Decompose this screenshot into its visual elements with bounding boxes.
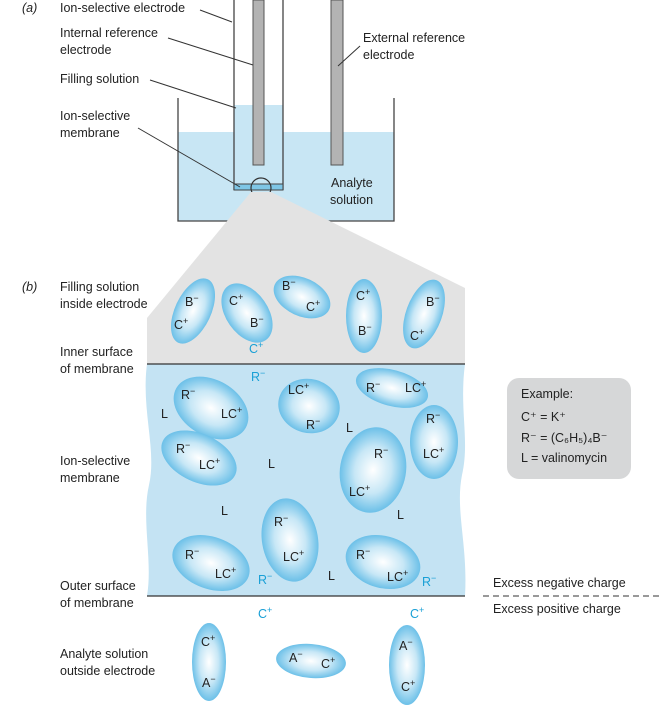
membrane-label-2: membrane	[60, 126, 120, 140]
ion-pair	[261, 498, 319, 582]
ion-selective-membrane-label-1: Ion-selective	[60, 454, 131, 468]
svg-text:L: L	[161, 407, 168, 421]
ion-pair	[346, 279, 382, 353]
internal-reference-label-2: electrode	[60, 43, 112, 57]
svg-text:LC+: LC+	[221, 405, 242, 421]
example-line-2: R⁻ = (C₆H₅)₄B⁻	[521, 431, 608, 445]
filling-ion-pairs	[170, 275, 445, 353]
analyte-ion-pairs	[192, 623, 425, 705]
ion-pair	[161, 430, 237, 486]
ion-pair	[345, 535, 421, 589]
ion-pair	[403, 279, 445, 349]
ion-pair	[389, 625, 425, 705]
leader-lines	[137, 9, 361, 188]
ion-pair	[170, 278, 216, 344]
ion-pair	[278, 378, 340, 434]
ion-pair	[192, 623, 226, 701]
svg-text:L: L	[328, 569, 335, 583]
ise-membrane	[233, 183, 284, 191]
ion-pair	[172, 534, 250, 592]
ion-pair	[355, 368, 429, 408]
part-a-label: (a)	[22, 1, 38, 15]
filling-inside-label-1: Filling solution	[60, 280, 140, 294]
internal-reference-electrode	[252, 0, 265, 166]
ion-symbols: B− C+ C+ B− B− C+ C+ B− B− C+ R− L LC+ L…	[161, 277, 444, 694]
external-reference-electrode	[330, 0, 344, 166]
part-b-label: (b)	[22, 280, 38, 294]
svg-text:C+: C+	[410, 605, 424, 621]
inner-surface-label-2: of membrane	[60, 362, 134, 376]
svg-text:LC+: LC+	[283, 548, 304, 564]
svg-text:L: L	[221, 504, 228, 518]
zoom-cone	[147, 192, 465, 364]
svg-text:LC+: LC+	[215, 565, 236, 581]
inner-surface-label-1: Inner surface	[60, 345, 133, 359]
outer-surface-label-1: Outer surface	[60, 579, 136, 593]
svg-text:C+: C+	[258, 605, 272, 621]
filling-inside-label-2: inside electrode	[60, 297, 148, 311]
svg-text:L: L	[268, 457, 275, 471]
ion-pair	[173, 376, 249, 440]
outer-surface-label-2: of membrane	[60, 596, 134, 610]
ion-pair	[221, 283, 273, 343]
svg-text:L: L	[397, 508, 404, 522]
svg-text:LC+: LC+	[199, 456, 220, 472]
ion-selective-membrane-label-2: membrane	[60, 471, 120, 485]
internal-reference-label-1: Internal reference	[60, 26, 158, 40]
svg-text:LC+: LC+	[405, 379, 426, 395]
filling-solution-label: Filling solution	[60, 72, 140, 86]
ion-pair	[410, 405, 458, 479]
analyte-outside-label-1: Analyte solution	[60, 647, 149, 661]
ion-pair	[276, 643, 346, 679]
analyte-label-2: solution	[330, 193, 374, 207]
external-reference-label-1: External reference	[363, 31, 466, 45]
svg-text:LC+: LC+	[387, 568, 408, 584]
ion-selective-electrode-label: Ion-selective electrode	[60, 1, 186, 15]
membrane-ion-pairs	[161, 368, 458, 592]
svg-text:LC+: LC+	[288, 381, 309, 397]
svg-text:L: L	[346, 421, 353, 435]
svg-text:LC+: LC+	[349, 483, 370, 499]
example-line-1: C⁺ = K⁺	[521, 410, 566, 424]
example-title: Example:	[521, 387, 574, 401]
excess-negative-label: Excess negative charge	[493, 576, 626, 590]
ion-pair	[273, 275, 331, 319]
svg-text:LC+: LC+	[423, 445, 444, 461]
example-line-3: L = valinomycin	[521, 451, 608, 465]
membrane-label-1: Ion-selective	[60, 109, 131, 123]
example-box: Example: C⁺ = K⁺ R⁻ = (C₆H₅)₄B⁻ L = vali…	[507, 378, 631, 479]
analyte-label-1: Analyte	[331, 176, 373, 190]
external-reference-label-2: electrode	[363, 48, 415, 62]
excess-positive-label: Excess positive charge	[493, 602, 621, 616]
analyte-outside-label-2: outside electrode	[60, 664, 156, 678]
ion-pair	[339, 427, 407, 513]
